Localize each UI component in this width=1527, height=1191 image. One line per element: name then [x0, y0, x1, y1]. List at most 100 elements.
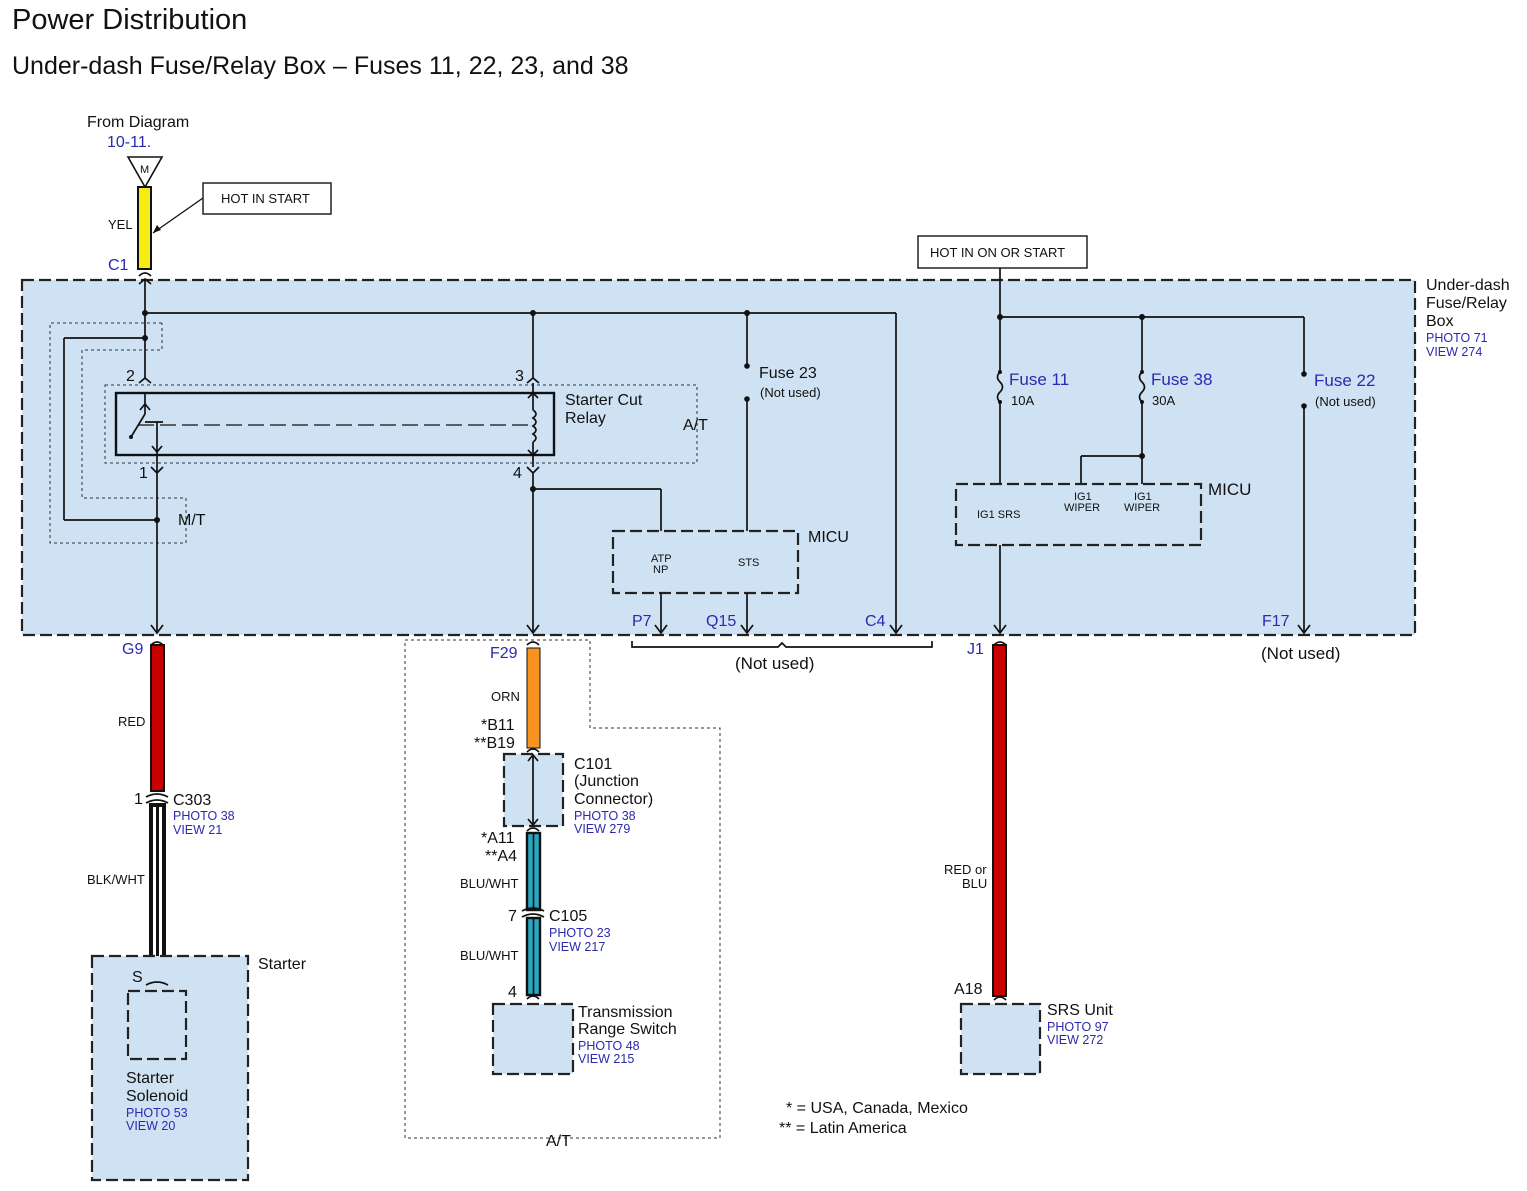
starter-solenoid-1: Starter: [126, 1070, 175, 1087]
srs-unit: [959, 1002, 1042, 1076]
fuse-box-name-2: Fuse/Relay: [1426, 295, 1507, 312]
micu-left: [611, 529, 800, 595]
red-or-label: RED or: [944, 862, 987, 877]
terminal-p7: P7: [632, 613, 652, 630]
c101-view: VIEW 279: [574, 822, 630, 836]
starter-box: [90, 954, 250, 1182]
terminal-f29: F29: [490, 645, 518, 662]
red-wire-label: RED: [118, 714, 145, 729]
relay-name-1: Starter Cut: [565, 392, 643, 409]
micu-atp-2: NP: [653, 564, 668, 576]
transmission-range-switch: [491, 1002, 575, 1076]
page-subtitle: Under-dash Fuse/Relay Box – Fuses 11, 22…: [12, 52, 629, 80]
hot-in-start-label: HOT IN START: [221, 191, 310, 206]
trs-name-2: Range Switch: [578, 1021, 677, 1038]
not-used-bracket: [631, 641, 933, 648]
at-group-label: A/T: [546, 1133, 571, 1150]
srs-name: SRS Unit: [1047, 1002, 1113, 1019]
c101-pin-b11: *B11: [481, 717, 515, 734]
hot-in-start-box: [202, 182, 332, 215]
red-wire-starter: [150, 644, 165, 792]
c101-name-3: Connector): [574, 791, 653, 808]
fuse-box-view: VIEW 274: [1426, 345, 1482, 359]
c105-photo: PHOTO 23: [549, 926, 611, 940]
srs-photo: PHOTO 97: [1047, 1020, 1109, 1034]
fuse-22-rating: (Not used): [1315, 394, 1376, 409]
blu-wht-label-1: BLU/WHT: [460, 876, 519, 891]
micu-ig1-a: IG1: [1074, 491, 1092, 503]
fuse-box-photo: PHOTO 71: [1426, 331, 1488, 345]
c105-pin: 7: [508, 908, 517, 925]
note-latin-america: ** = Latin America: [779, 1120, 907, 1137]
red-or-blu-wire: [992, 644, 1007, 997]
mt-label: M/T: [178, 512, 206, 529]
fuse-11-rating: 10A: [1011, 393, 1034, 408]
not-used-label-center: (Not used): [735, 654, 814, 673]
c101-name-2: (Junction: [574, 773, 639, 790]
blu-label: BLU: [962, 876, 987, 891]
input-connector-letter: M: [140, 164, 149, 176]
trs-pin: 4: [508, 984, 517, 1001]
c101-pin-b19: **B19: [474, 735, 515, 752]
terminal-q15: Q15: [706, 613, 736, 630]
note-usa: * = USA, Canada, Mexico: [786, 1100, 968, 1117]
input-connector-icon: [126, 156, 164, 189]
starter-cut-relay: [114, 391, 556, 457]
hot-in-on-or-start-label: HOT IN ON OR START: [930, 245, 1065, 260]
orn-wire-label: ORN: [491, 689, 520, 704]
c101-pin-a4: **A4: [485, 848, 517, 865]
starter-view: VIEW 20: [126, 1119, 175, 1133]
micu-sts: STS: [738, 557, 759, 569]
c105-connector-icon: [521, 907, 545, 912]
c101-photo: PHOTO 38: [574, 809, 636, 823]
relay-pin-3: 3: [515, 368, 524, 385]
starter-label: Starter: [258, 956, 307, 973]
fuse-22-name: Fuse 22: [1314, 371, 1375, 390]
fuse-38-name: Fuse 38: [1151, 370, 1212, 389]
from-diagram-ref: 10-11.: [107, 134, 151, 151]
micu-right: [954, 482, 1203, 547]
fuse-23-rating: (Not used): [760, 385, 821, 400]
blu-wht-label-2: BLU/WHT: [460, 948, 519, 963]
relay-pin-1: 1: [139, 465, 148, 482]
starter-pin: S: [132, 969, 143, 986]
fuse-23-name: Fuse 23: [759, 365, 817, 382]
c303-name: C303: [173, 792, 211, 809]
fuse-relay-box: [20, 278, 1417, 637]
terminal-j1: J1: [967, 641, 984, 658]
fuse-38-icon: [1138, 371, 1146, 403]
micu-ig1-srs: IG1 SRS: [977, 509, 1020, 521]
page-title: Power Distribution: [12, 4, 247, 36]
hot-in-on-or-start-box: [917, 235, 1088, 269]
fuse-38-rating: 30A: [1152, 393, 1175, 408]
c303-photo: PHOTO 38: [173, 809, 235, 823]
micu-wiper-b: WIPER: [1124, 502, 1160, 514]
micu-atp-1: ATP: [651, 553, 672, 565]
fuse-box-name-1: Under-dash: [1426, 277, 1510, 294]
not-used-label-f17: (Not used): [1261, 644, 1340, 663]
c303-view: VIEW 21: [173, 823, 222, 837]
orn-wire: [526, 647, 541, 749]
micu-wiper-a: WIPER: [1064, 502, 1100, 514]
trs-name-1: Transmission: [578, 1004, 673, 1021]
relay-pin-2: 2: [126, 368, 135, 385]
at-group-outline: [404, 639, 721, 1139]
starter-solenoid: [126, 989, 188, 1061]
from-diagram-label: From Diagram: [87, 114, 189, 131]
terminal-g9: G9: [122, 641, 143, 658]
c101-pin-a11: *A11: [481, 830, 515, 847]
yel-wire: [137, 186, 152, 270]
c101-name-1: C101: [574, 756, 612, 773]
c105-view: VIEW 217: [549, 940, 605, 954]
c303-connector-icon: [145, 793, 169, 798]
relay-name-2: Relay: [565, 410, 606, 427]
terminal-c4: C4: [865, 613, 886, 630]
fuse-box-name-3: Box: [1426, 313, 1454, 330]
relay-at-label: A/T: [683, 417, 708, 434]
terminal-f17: F17: [1262, 613, 1290, 630]
trs-view: VIEW 215: [578, 1052, 634, 1066]
micu-ig1-b: IG1: [1134, 491, 1152, 503]
starter-photo: PHOTO 53: [126, 1106, 188, 1120]
fuse-11-icon: [996, 371, 1004, 403]
